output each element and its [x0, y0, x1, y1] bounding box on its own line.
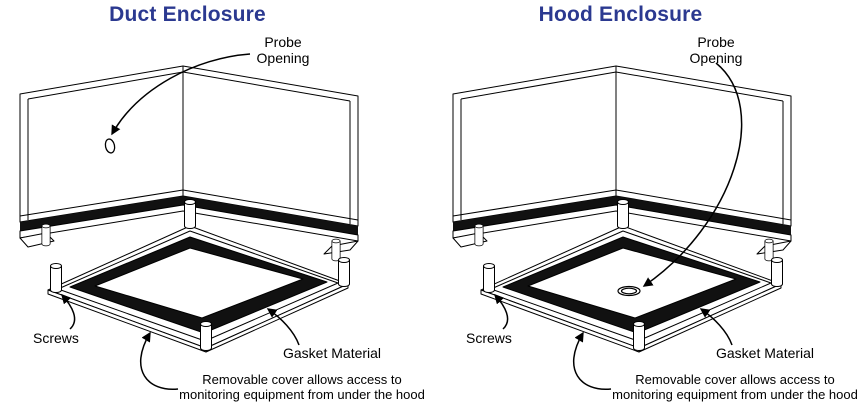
- screws-arrow: [61, 293, 76, 330]
- removable-cover-label: Removable cover allows access to monitor…: [612, 372, 858, 402]
- hood-enclosure-panel: Hood Enclosure Probe Opening Screws Gask…: [433, 0, 863, 415]
- enclosure-structure: [20, 66, 358, 352]
- panel-title: Duct Enclosure: [109, 3, 266, 26]
- probe-opening-arrow: [642, 62, 743, 287]
- screws-label: Screws: [33, 330, 79, 346]
- removable-cover-label: Removable cover allows access to monitor…: [179, 372, 425, 402]
- probe-opening-label: Probe Opening: [689, 34, 743, 66]
- probe-opening-hole: [104, 138, 116, 154]
- screws-label: Screws: [466, 330, 512, 346]
- duct-enclosure-drawing: [0, 53, 430, 390]
- probe-opening-label: Probe Opening: [256, 34, 310, 66]
- gasket-material-label: Gasket Material: [283, 345, 382, 361]
- gasket-material-arrow: [266, 308, 300, 346]
- gasket-material-label: Gasket Material: [716, 345, 815, 361]
- hood-enclosure-drawing: [433, 62, 863, 390]
- duct-enclosure-panel: Duct Enclosure Probe Opening Screws Gask…: [0, 0, 430, 415]
- removable-cover-arrow: [139, 331, 179, 390]
- probe-opening-hole: [617, 285, 641, 297]
- gasket-material-arrow: [699, 308, 733, 346]
- probe-opening-arrow: [111, 53, 251, 136]
- removable-cover-arrow: [572, 331, 612, 390]
- screws-arrow: [494, 293, 509, 330]
- panel-title: Hood Enclosure: [538, 3, 703, 26]
